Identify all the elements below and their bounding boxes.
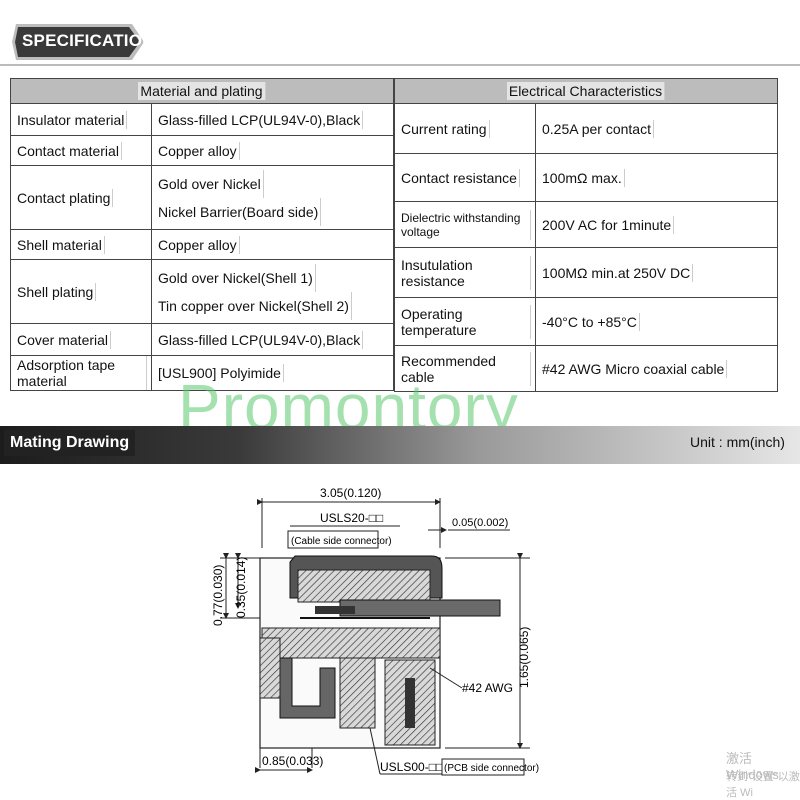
top-divider — [0, 64, 800, 66]
row-label: Shell material — [15, 235, 105, 254]
row-label: Cover material — [15, 330, 112, 349]
row-label: Insutulation resistance — [399, 255, 531, 290]
row-label: Shell plating — [15, 282, 97, 301]
badge-shape — [12, 24, 144, 60]
electrical-table: Electrical Characteristics Current ratin… — [394, 78, 778, 392]
activate-windows-text: 激活 Windows — [726, 751, 779, 782]
row-value: Glass-filled LCP(UL94V-0),Black — [156, 110, 364, 129]
dim-width-label: 3.05(0.120) — [320, 486, 381, 500]
dim-height-label: 1.65(0.065) — [517, 627, 531, 688]
row-value: Copper alloy — [156, 141, 240, 160]
table-row: Shell material Copper alloy — [10, 229, 394, 260]
table-row: Recommended cable #42 AWG Micro coaxial … — [394, 345, 778, 392]
specifications-label: SPECIFICATIONS — [22, 31, 167, 50]
cable-side-label: (Cable side connector) — [291, 536, 392, 547]
table-row: Insulator material Glass-filled LCP(UL94… — [10, 103, 394, 136]
row-label: Current rating — [399, 119, 490, 138]
table-row: Current rating 0.25A per contact — [394, 103, 778, 154]
activate-windows-subtext: 转到"设置"以激活 Wi — [726, 771, 800, 799]
row-value: Gold over Nickel — [156, 169, 264, 198]
row-value: Tin copper over Nickel(Shell 2) — [156, 291, 352, 320]
row-label: Operating temperature — [399, 304, 531, 339]
table-row: Adsorption tape material [USL900] Polyim… — [10, 355, 394, 391]
mating-drawing-diagram: 3.05(0.120) USLS20-□□ (Cable side connec… — [211, 486, 539, 776]
row-label: Insulator material — [15, 110, 128, 129]
pcb-side-label: (PCB side connector) — [444, 763, 539, 774]
row-value: #42 AWG Micro coaxial cable — [540, 359, 728, 378]
electrical-header-label: Electrical Characteristics — [506, 82, 666, 100]
dim-gap-label: 0.05(0.002) — [452, 517, 508, 529]
cable-part-label: USLS20-□□ — [320, 511, 383, 525]
row-label: Recommended cable — [399, 351, 531, 386]
row-label: Contact plating — [15, 188, 114, 207]
row-value: Copper alloy — [156, 235, 240, 254]
row-value: -40°C to +85°C — [540, 312, 640, 331]
electrical-header: Electrical Characteristics — [394, 78, 778, 104]
table-row: Insutulation resistance 100MΩ min.at 250… — [394, 247, 778, 298]
row-value: 0.25A per contact — [540, 119, 654, 138]
row-value: 100MΩ min.at 250V DC — [540, 263, 694, 282]
row-label: Adsorption tape material — [15, 356, 147, 390]
table-row: Cover material Glass-filled LCP(UL94V-0)… — [10, 323, 394, 356]
table-row: Dielectric withstanding voltage 200V AC … — [394, 201, 778, 248]
unit-label: Unit : mm(inch) — [690, 434, 785, 450]
row-label: Contact resistance — [399, 168, 520, 187]
awg-label: #42 AWG — [462, 681, 513, 695]
row-value: Glass-filled LCP(UL94V-0),Black — [156, 330, 364, 349]
table-row: Shell plating Gold over Nickel(Shell 1) … — [10, 259, 394, 324]
material-table: Material and plating Insulator material … — [10, 78, 394, 391]
dim-085-label: 0.85(0.033) — [262, 754, 323, 768]
row-value: [USL900] Polyimide — [156, 364, 284, 382]
row-label: Contact material — [15, 141, 122, 160]
table-row: Contact material Copper alloy — [10, 135, 394, 166]
pcb-part-label: USLS00-□□-□ — [380, 760, 454, 774]
material-header-label: Material and plating — [138, 82, 266, 100]
table-row: Contact resistance 100mΩ max. — [394, 153, 778, 202]
table-row: Operating temperature -40°C to +85°C — [394, 297, 778, 346]
row-label: Dielectric withstanding voltage — [399, 209, 531, 240]
table-row: Contact plating Gold over Nickel Nickel … — [10, 165, 394, 230]
material-header: Material and plating — [10, 78, 394, 104]
dim-077-label: 0.77(0.030) — [211, 565, 225, 626]
row-value: Gold over Nickel(Shell 1) — [156, 263, 316, 292]
row-value: Nickel Barrier(Board side) — [156, 197, 322, 226]
dim-035-label: 0.35(0.014) — [234, 557, 248, 618]
mating-drawing-title: Mating Drawing — [4, 430, 136, 456]
row-value: 100mΩ max. — [540, 168, 625, 187]
specifications-badge: SPECIFICATIONS — [12, 22, 166, 62]
row-value: 200V AC for 1minute — [540, 215, 675, 234]
